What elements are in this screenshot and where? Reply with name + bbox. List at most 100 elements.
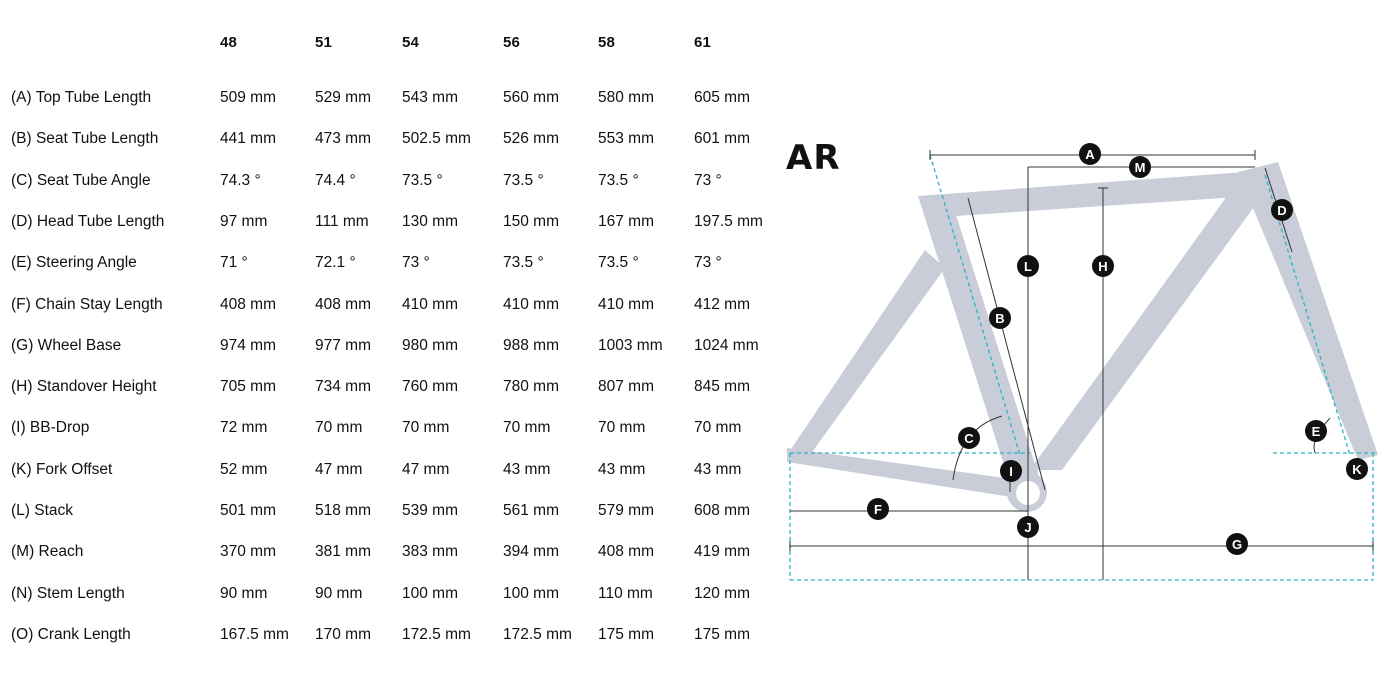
- marker-J-label: J: [1024, 520, 1031, 535]
- table-cell: 560 mm: [503, 89, 559, 106]
- table-cell: 90 mm: [315, 584, 363, 602]
- table-cell: 167 mm: [598, 212, 654, 230]
- table-cell: 977 mm: [315, 336, 371, 354]
- table-cell: 601 mm: [694, 130, 750, 148]
- table-cell: 473 mm: [315, 130, 371, 148]
- table-cell: 73.5 °: [402, 171, 443, 189]
- table-cell: 501 mm: [220, 502, 276, 519]
- table-cell: 73.5 °: [598, 254, 639, 272]
- marker-A: A: [1079, 143, 1101, 165]
- table-cell: 1003 mm: [598, 336, 663, 354]
- table-cell: 705 mm: [220, 378, 276, 396]
- size-header-58: 58: [598, 34, 616, 51]
- row-label: (C) Seat Tube Angle: [11, 171, 151, 189]
- dimension-lines: [789, 150, 1374, 580]
- table-cell: 780 mm: [503, 378, 559, 396]
- table-cell: 980 mm: [402, 336, 458, 354]
- table-cell: 97 mm: [220, 212, 268, 230]
- table-cell: 561 mm: [503, 502, 559, 519]
- row-label: (N) Stem Length: [11, 584, 125, 602]
- table-cell: 43 mm: [503, 460, 551, 478]
- table-cell: 43 mm: [694, 460, 742, 478]
- table-cell: 605 mm: [694, 89, 750, 106]
- table-cell: 70 mm: [503, 419, 551, 437]
- table-cell: 509 mm: [220, 89, 276, 106]
- table-cell: 74.4 °: [315, 171, 356, 189]
- table-cell: 580 mm: [598, 89, 654, 106]
- table-cell: 172.5 mm: [402, 625, 471, 643]
- table-cell: 73 °: [694, 254, 722, 272]
- table-cell: 734 mm: [315, 378, 371, 396]
- table-cell: 383 mm: [402, 543, 458, 561]
- table-cell: 70 mm: [598, 419, 646, 437]
- table-cell: 47 mm: [315, 460, 363, 478]
- table-cell: 100 mm: [402, 584, 458, 602]
- marker-B-label: B: [995, 311, 1004, 326]
- table-cell: 381 mm: [315, 543, 371, 561]
- marker-M-label: M: [1135, 160, 1146, 175]
- size-header-51: 51: [315, 34, 333, 51]
- row-label: (M) Reach: [11, 543, 84, 561]
- table-cell: 543 mm: [402, 89, 458, 106]
- table-cell: 408 mm: [315, 295, 371, 313]
- table-cell: 72 mm: [220, 419, 268, 437]
- size-header-56: 56: [503, 34, 521, 51]
- table-cell: 70 mm: [402, 419, 450, 437]
- marker-I-label: I: [1009, 464, 1013, 479]
- table-cell: 70 mm: [315, 419, 363, 437]
- row-label: (K) Fork Offset: [11, 460, 113, 478]
- marker-F-label: F: [874, 502, 882, 517]
- marker-I: I: [1000, 460, 1022, 482]
- table-cell: 70 mm: [694, 419, 742, 437]
- row-label: (E) Steering Angle: [11, 254, 137, 272]
- marker-C-label: C: [964, 431, 974, 446]
- table-cell: 579 mm: [598, 502, 654, 519]
- frame-geometry-diagram: A M D L H B C E I K F J: [787, 143, 1378, 581]
- table-cell: 419 mm: [694, 543, 750, 561]
- model-title: AR: [786, 138, 841, 178]
- marker-L-label: L: [1024, 259, 1032, 274]
- table-cell: 73.5 °: [503, 254, 544, 272]
- table-cell: 175 mm: [694, 625, 750, 643]
- row-label: (D) Head Tube Length: [11, 212, 165, 230]
- table-cell: 410 mm: [598, 295, 654, 313]
- marker-A-label: A: [1085, 147, 1095, 162]
- table-cell: 845 mm: [694, 378, 750, 396]
- table-cell: 408 mm: [220, 295, 276, 313]
- table-cell: 73.5 °: [598, 171, 639, 189]
- table-cell: 526 mm: [503, 130, 559, 148]
- table-cell: 90 mm: [220, 584, 268, 602]
- table-cell: 73.5 °: [503, 171, 544, 189]
- marker-J: J: [1017, 516, 1039, 538]
- marker-C: C: [958, 427, 980, 449]
- marker-G: G: [1226, 533, 1248, 555]
- table-cell: 410 mm: [402, 295, 458, 313]
- table-cell: 120 mm: [694, 584, 750, 602]
- table-cell: 410 mm: [503, 295, 559, 313]
- table-cell: 73 °: [694, 171, 722, 189]
- table-cell: 760 mm: [402, 378, 458, 396]
- size-header-61: 61: [694, 34, 712, 51]
- marker-K: K: [1346, 458, 1368, 480]
- table-cell: 100 mm: [503, 584, 559, 602]
- table-cell: 412 mm: [694, 295, 750, 313]
- marker-D-label: D: [1277, 203, 1286, 218]
- table-cell: 47 mm: [402, 460, 450, 478]
- table-cell: 807 mm: [598, 378, 654, 396]
- marker-E: E: [1305, 420, 1327, 442]
- marker-L: L: [1017, 255, 1039, 277]
- marker-M: M: [1129, 156, 1151, 178]
- table-cell: 43 mm: [598, 460, 646, 478]
- table-cell: 408 mm: [598, 543, 654, 561]
- marker-K-label: K: [1352, 462, 1362, 477]
- table-cell: 1024 mm: [694, 336, 759, 354]
- row-label: (G) Wheel Base: [11, 336, 122, 354]
- marker-H-label: H: [1098, 259, 1107, 274]
- row-label: (B) Seat Tube Length: [11, 130, 159, 148]
- marker-F: F: [867, 498, 889, 520]
- table-cell: 167.5 mm: [220, 625, 289, 643]
- marker-H: H: [1092, 255, 1114, 277]
- table-cell: 72.1 °: [315, 254, 356, 272]
- row-label: (O) Crank Length: [11, 625, 131, 643]
